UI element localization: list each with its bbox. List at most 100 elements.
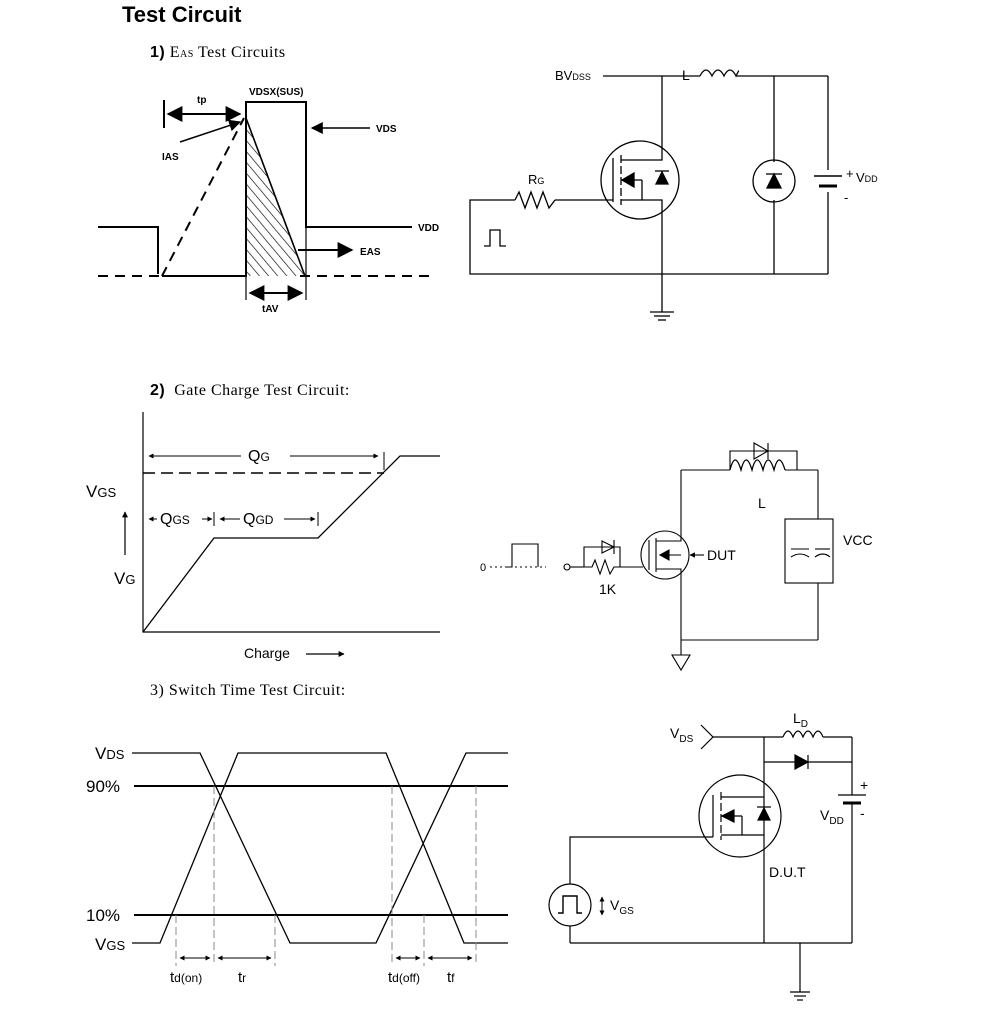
- svg-text:VDD: VDD: [820, 807, 844, 827]
- resistor-1k: [584, 558, 620, 576]
- section1-caption-e: E: [169, 44, 181, 61]
- eas-circuit-labels: BVDSS L RG + VDD -: [528, 67, 878, 205]
- switching-circuit: [548, 724, 866, 1001]
- gate-pulse-trace: [98, 226, 159, 274]
- section1-caption-rest: Test Circuits: [193, 44, 286, 61]
- mosfet-body: [600, 140, 680, 220]
- section1-caption: 1) EAS Test Circuits: [150, 44, 286, 62]
- qg-label: Q: [248, 448, 260, 465]
- vdd-plus: +: [860, 777, 868, 793]
- vdd-plus: +: [846, 166, 854, 181]
- ld-sub: D: [801, 719, 808, 730]
- dut-label: D.U.T: [769, 864, 806, 880]
- cap1-plate-bottom: [790, 553, 810, 558]
- flyback-diode-triangle: [753, 442, 770, 460]
- vg-sub: G: [125, 572, 135, 587]
- gate-voltage-curve: [142, 455, 440, 633]
- vgs-level-sub: GS: [106, 938, 125, 953]
- bvdss-label: BV: [555, 68, 573, 83]
- section2-caption: 2) Gate Charge Test Circuit:: [150, 382, 350, 400]
- cap2-plate-bottom: [814, 553, 831, 558]
- dut-source-wire: [656, 568, 682, 640]
- tr-label: t: [238, 969, 243, 986]
- vdd-sub: DD: [829, 816, 843, 827]
- svg-text:QG: QG: [248, 448, 270, 465]
- charge-label: Charge: [244, 645, 290, 661]
- pulse-source-pulse: [505, 543, 539, 568]
- dut-drain-wire: [656, 470, 682, 542]
- svg-text:QGS: QGS: [160, 511, 190, 528]
- tav-label: tAV: [262, 304, 279, 315]
- percent-90-label: 90%: [86, 777, 120, 796]
- section1-caption-sub: AS: [180, 49, 194, 60]
- ld-label: L: [793, 710, 801, 726]
- svg-text:LD: LD: [793, 710, 808, 730]
- svg-text:VDS: VDS: [670, 725, 694, 745]
- mosfet-drain-lead: [621, 150, 663, 161]
- ias-label: IAS: [162, 152, 179, 163]
- page-title: Test Circuit: [122, 2, 242, 27]
- vgs-sub: GS: [97, 485, 116, 500]
- gate-charge-labels: QG VGS QGS QGD VG Charge: [86, 448, 290, 661]
- freewheel-diode-triangle: [794, 753, 810, 771]
- gate-charge-circuit: [490, 442, 834, 672]
- svg-text:VGS: VGS: [86, 482, 116, 501]
- qgd-sub: GD: [255, 513, 273, 527]
- pulse-generator-body: [548, 883, 592, 927]
- vds-waveform: [132, 752, 508, 944]
- eas-waveform: [98, 100, 432, 301]
- pulse-source-symbol: [484, 229, 506, 247]
- body-diode-triangle: [654, 170, 670, 185]
- inductor-l-label: L: [758, 495, 766, 511]
- gate-wire: [569, 836, 713, 884]
- eas-test-circuit: [469, 69, 842, 321]
- vgs-waveform: [132, 752, 508, 944]
- bvdss-sub: DSS: [572, 72, 591, 82]
- percent-10-label: 10%: [86, 906, 120, 925]
- td-on-sub: d(on): [174, 971, 202, 985]
- vdsx-sus-label: VDSX(SUS): [249, 87, 303, 98]
- vds-trace: [162, 101, 412, 277]
- section3-caption: 3) Switch Time Test Circuit:: [150, 682, 346, 699]
- rg-sub: G: [537, 176, 544, 186]
- vdd-label: V: [820, 807, 830, 823]
- dut-body-diode-triangle: [757, 806, 771, 821]
- svg-text:VGS: VGS: [95, 935, 125, 954]
- eas-waveform-labels: tp VDSX(SUS) VDS IAS VDD EAS tAV: [162, 87, 439, 315]
- svg-text:RG: RG: [528, 172, 544, 187]
- pulse-generator-symbol: [558, 895, 582, 914]
- td-off-label: t: [388, 969, 393, 986]
- svg-text:QGD: QGD: [243, 511, 274, 528]
- clamp-diode-body: [752, 159, 796, 203]
- vgs-source-sub: GS: [619, 906, 634, 917]
- tf-sub: f: [451, 971, 455, 985]
- vdd-label: VDD: [418, 223, 439, 234]
- input-diode-triangle: [601, 540, 616, 554]
- dut-arrow: [720, 809, 735, 823]
- vds-input-label: V: [670, 725, 680, 741]
- section2-caption-text: Gate Charge Test Circuit:: [174, 382, 350, 399]
- vdd-minus: -: [860, 805, 865, 821]
- gate-charge-circuit-labels: 0 1K DUT L VCC: [480, 495, 873, 597]
- dut-mosfet-body: [640, 530, 690, 580]
- mosfet-source-lead: [621, 199, 663, 210]
- vgs-source-label: V: [610, 897, 620, 913]
- vds-label: VDS: [376, 124, 397, 135]
- input-terminal: [563, 563, 571, 571]
- mosfet-arrow: [620, 171, 635, 189]
- resistor-rg: [514, 190, 556, 210]
- td-off-sub: d(off): [392, 971, 420, 985]
- vds-level-sub: DS: [106, 747, 124, 762]
- vg-label: V: [114, 569, 126, 588]
- current-decay-line: [245, 117, 306, 277]
- gate-loop-wire: [469, 199, 662, 275]
- vcc-label: VCC: [843, 532, 873, 548]
- dut-arrow: [658, 549, 670, 561]
- vdd-label: V: [856, 170, 865, 185]
- inductor-ld-coil: [782, 730, 824, 739]
- vds-level-label: V: [95, 744, 107, 763]
- tp-label: tp: [197, 95, 206, 106]
- vds-input-sub: DS: [679, 734, 693, 745]
- svg-text:tf: tf: [447, 969, 455, 986]
